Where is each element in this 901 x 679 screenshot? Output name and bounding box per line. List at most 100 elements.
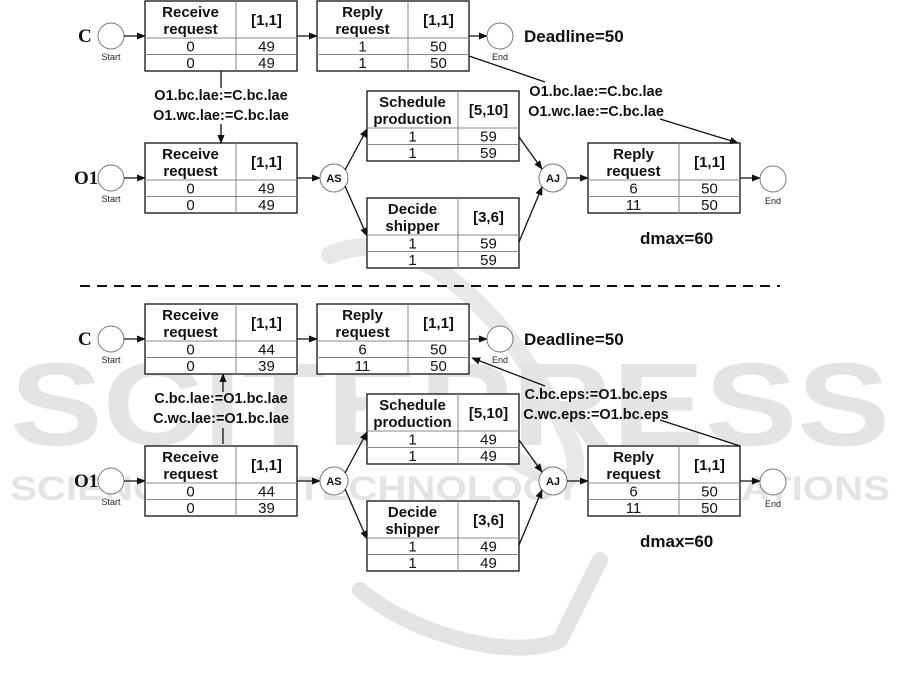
start-event xyxy=(97,325,125,353)
activity-title-line2: request xyxy=(163,21,217,38)
activity-title-line1: Schedule xyxy=(379,397,446,414)
cell-latest: 49 xyxy=(480,448,497,465)
start-event-shape xyxy=(97,164,125,192)
activity-duration: [1,1] xyxy=(694,457,725,474)
cell-latest: 49 xyxy=(480,432,497,449)
activity-duration: [1,1] xyxy=(251,457,282,474)
activity-duration: [1,1] xyxy=(251,315,282,332)
activity-duration: [5,10] xyxy=(469,405,508,422)
sequence-arrow xyxy=(518,439,543,473)
and-split-gateway-shape xyxy=(319,163,349,193)
cell-latest: 39 xyxy=(258,358,275,375)
activity-title-line2: request xyxy=(163,163,217,180)
cell-earliest: 1 xyxy=(408,448,416,465)
end-event-shape xyxy=(759,468,787,496)
dmax-annotation: dmax=60 xyxy=(640,532,713,551)
and-split-gateway: AS xyxy=(319,163,349,193)
message-receive-constraint-line2: O1.wc.lae:=C.bc.lae xyxy=(153,108,289,124)
cell-latest: 49 xyxy=(258,197,275,214)
activity-title-line1: Reply xyxy=(613,146,655,163)
activity-title-line2: production xyxy=(373,414,451,431)
and-split-gateway-label: AS xyxy=(326,173,341,185)
cell-latest: 50 xyxy=(430,342,447,359)
cell-latest: 50 xyxy=(701,197,718,214)
activity-o1-reply-request-frame xyxy=(587,142,741,214)
cell-earliest: 1 xyxy=(408,129,416,146)
and-join-gateway: AJ xyxy=(538,163,568,193)
message-receive-constraint-line1: O1.bc.lae:=C.bc.lae xyxy=(154,88,287,104)
activity-o1-decide-shipper-frame xyxy=(366,197,520,269)
start-label: Start xyxy=(101,194,121,204)
process-label: C xyxy=(78,26,92,47)
cell-earliest: 0 xyxy=(186,197,194,214)
end-label: End xyxy=(765,499,781,509)
sequence-arrow xyxy=(344,128,368,171)
cell-earliest: 6 xyxy=(629,181,637,198)
cell-earliest: 0 xyxy=(186,358,194,375)
activity-duration: [5,10] xyxy=(469,102,508,119)
sequence-arrow xyxy=(344,185,368,237)
cell-earliest: 1 xyxy=(408,539,416,556)
and-split-gateway-shape xyxy=(319,466,349,496)
message-receive-constraint-line1: C.bc.lae:=O1.bc.lae xyxy=(154,391,287,407)
activity-title-line2: shipper xyxy=(385,521,439,538)
cell-latest: 50 xyxy=(430,358,447,375)
activity-title-line1: Reply xyxy=(342,307,384,324)
activity-duration: [1,1] xyxy=(423,315,454,332)
activity-duration: [1,1] xyxy=(423,12,454,29)
activity-title-line1: Decide xyxy=(388,504,437,521)
process-label: O1 xyxy=(74,168,98,189)
process-label: C xyxy=(78,329,92,350)
activity-o1-schedule-production-frame xyxy=(366,90,520,162)
end-label: End xyxy=(765,196,781,206)
cell-earliest: 0 xyxy=(186,500,194,517)
activity-o1-decide-shipper-frame xyxy=(366,500,520,572)
cell-earliest: 1 xyxy=(408,145,416,162)
activity-title-line1: Reply xyxy=(613,449,655,466)
cell-latest: 50 xyxy=(701,500,718,517)
cell-earliest: 1 xyxy=(408,236,416,253)
and-join-gateway-label: AJ xyxy=(546,476,560,488)
activity-o1-receive-request-frame xyxy=(144,142,298,214)
activity-title-line2: request xyxy=(606,163,660,180)
activity-o1-schedule-production-frame xyxy=(366,393,520,465)
cell-latest: 50 xyxy=(430,55,447,72)
end-event-shape xyxy=(759,165,787,193)
activity-c-reply-request-frame xyxy=(316,303,470,375)
activity-title-line1: Receive xyxy=(162,307,219,324)
cell-latest: 49 xyxy=(258,39,275,56)
cell-latest: 49 xyxy=(258,55,275,72)
activity-o1-receive-request-frame xyxy=(144,445,298,517)
end-label: End xyxy=(492,355,508,365)
cell-earliest: 11 xyxy=(626,500,642,517)
cell-earliest: 1 xyxy=(408,252,416,269)
sequence-arrow xyxy=(518,186,543,243)
activity-c-reply-request-frame xyxy=(316,0,470,72)
activity-title-line2: request xyxy=(163,324,217,341)
activity-duration: [1,1] xyxy=(694,154,725,171)
end-event-shape xyxy=(486,22,514,50)
activity-title-line2: request xyxy=(335,324,389,341)
cell-earliest: 0 xyxy=(186,181,194,198)
message-reply-constraint-line1: C.bc.eps:=O1.bc.eps xyxy=(524,387,667,403)
and-split-gateway-label: AS xyxy=(326,476,341,488)
start-event-shape xyxy=(97,325,125,353)
cell-latest: 49 xyxy=(480,539,497,556)
message-flow xyxy=(659,419,741,447)
activity-title-line1: Reply xyxy=(342,4,384,21)
start-event-shape xyxy=(97,467,125,495)
cell-earliest: 1 xyxy=(408,432,416,449)
